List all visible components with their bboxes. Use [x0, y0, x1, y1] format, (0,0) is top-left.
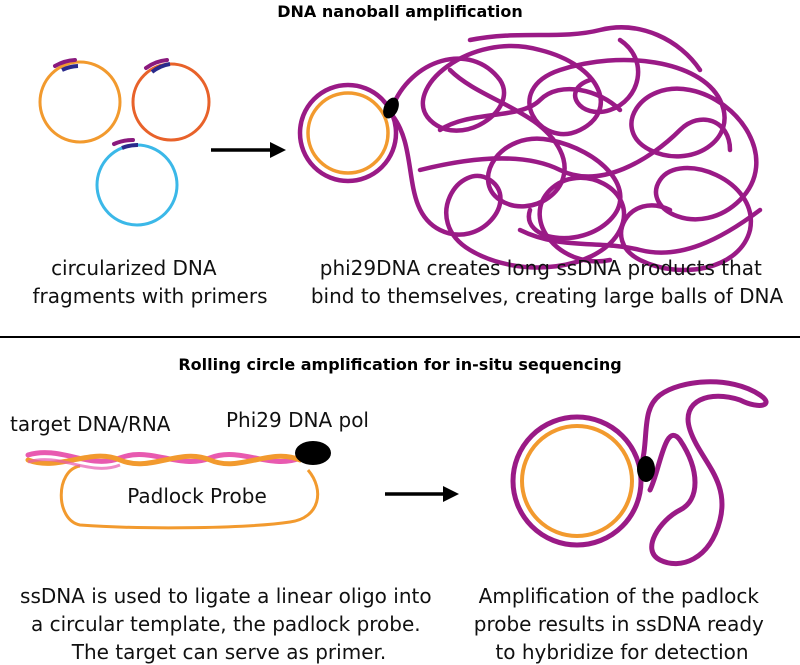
bottom-section-title: Rolling circle amplification for in-situ… [178, 355, 621, 374]
polymerase-icon [637, 456, 655, 482]
padlock-probe-label: Padlock Probe [127, 484, 267, 508]
dna-nanoball [297, 25, 763, 273]
bottom-left-caption: ssDNA is used to ligate a linear oligo i… [20, 584, 438, 664]
dna-circle-orange-red [131, 58, 211, 142]
probe-strand [25, 453, 303, 467]
target-dna-label: target DNA/RNA [10, 412, 171, 436]
padlock-probe [25, 450, 320, 530]
dna-circle-cyan [95, 137, 179, 227]
rolling-circle-product [510, 379, 769, 567]
top-section-title: DNA nanoball amplification [277, 2, 523, 21]
primer-mark [112, 137, 135, 146]
arrow-icon [385, 486, 459, 502]
primer-mark [53, 58, 77, 68]
polymerase-icon [383, 97, 399, 119]
bottom-right-caption: Amplification of the padlock probe resul… [474, 584, 771, 664]
dna-circle-orange [38, 58, 122, 144]
primer-mark [61, 64, 79, 72]
arrow-icon [211, 142, 286, 158]
primer-mark [144, 58, 169, 70]
primer-mark [121, 143, 139, 150]
top-right-caption: phi29DNA creates long ssDNA products tha… [311, 256, 784, 308]
polymerase-icon [295, 441, 331, 465]
primer-mark [150, 62, 171, 74]
top-left-caption: circularized DNA fragments with primers [33, 256, 268, 308]
polymerase-label: Phi29 DNA pol [226, 408, 369, 432]
